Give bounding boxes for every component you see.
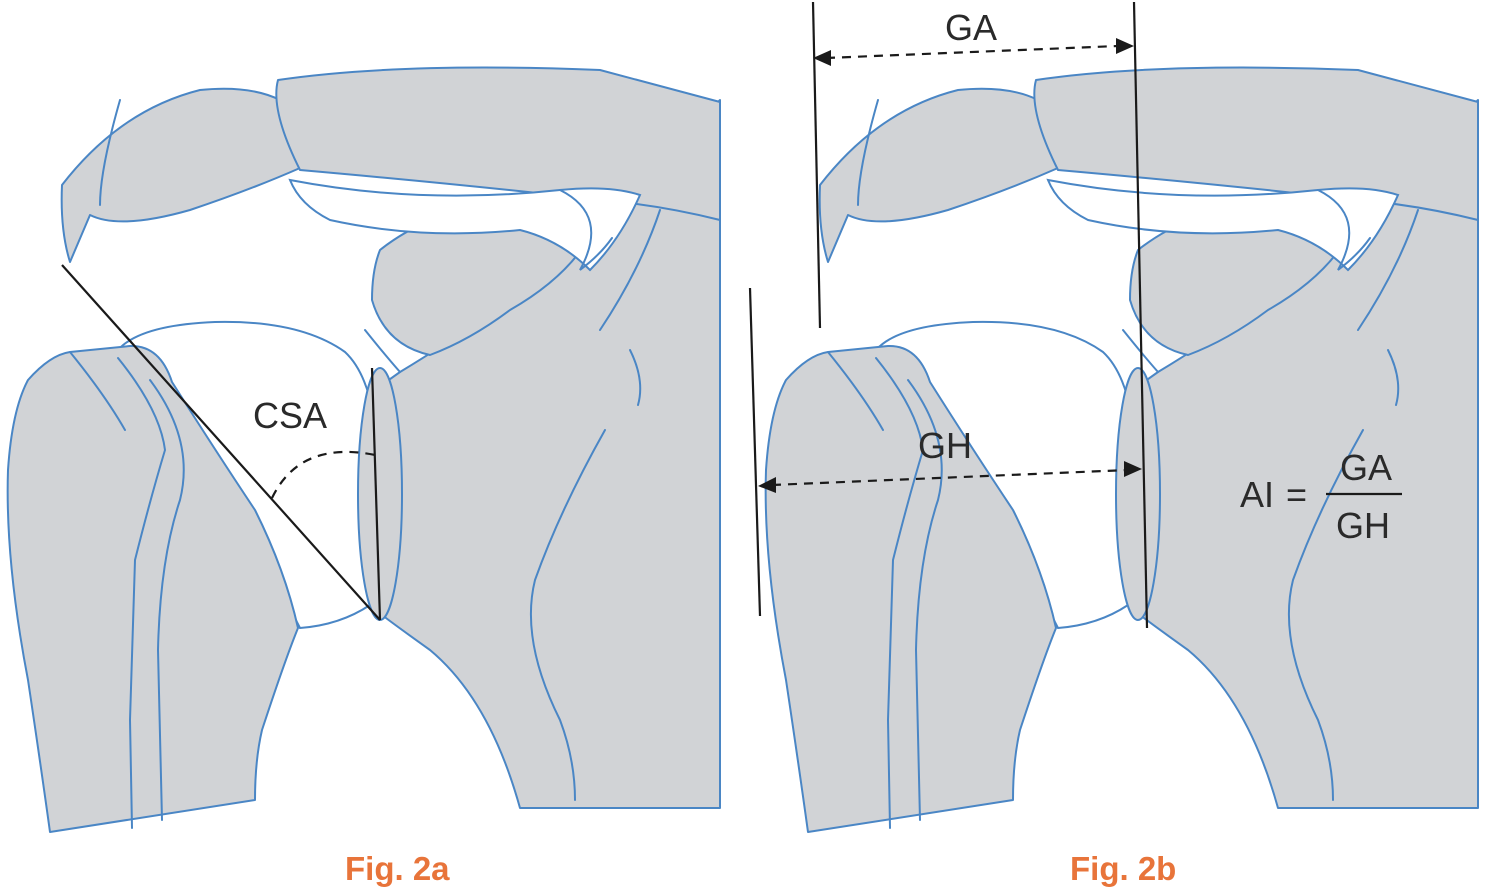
gh-distance-line — [771, 468, 1129, 487]
formula-denominator: GH — [1336, 505, 1390, 546]
gh-arrow-right — [1124, 461, 1142, 477]
caption-2a: Fig. 2a — [345, 850, 450, 887]
ga-label: GA — [945, 7, 997, 48]
csa-label: CSA — [253, 395, 327, 436]
csa-acromion-line — [61, 264, 381, 621]
ga-arrow-right — [1116, 38, 1134, 54]
caption-2b: Fig. 2b — [1070, 850, 1176, 887]
csa-glenoid-line — [370, 367, 382, 621]
gh-arrow-left — [758, 477, 776, 493]
ga-distance-line — [825, 44, 1119, 60]
ai-formula: AI = GA GH — [1240, 447, 1402, 546]
lateral-humerus-line — [748, 287, 762, 617]
formula-numerator: GA — [1340, 447, 1392, 488]
shoulder-diagram-2a — [6, 66, 721, 834]
glenoid-plane-line — [1132, 1, 1149, 629]
ga-arrow-left — [813, 50, 831, 66]
gh-label: GH — [918, 425, 972, 466]
panel-2b: GA GH AI = GA GH Fig. 2b — [748, 1, 1479, 887]
panel-2a: CSA Fig. 2a — [6, 66, 721, 887]
formula-ai-label: AI — [1240, 474, 1274, 515]
lateral-acromion-line — [811, 1, 822, 329]
formula-equals-sign: = — [1286, 474, 1307, 515]
